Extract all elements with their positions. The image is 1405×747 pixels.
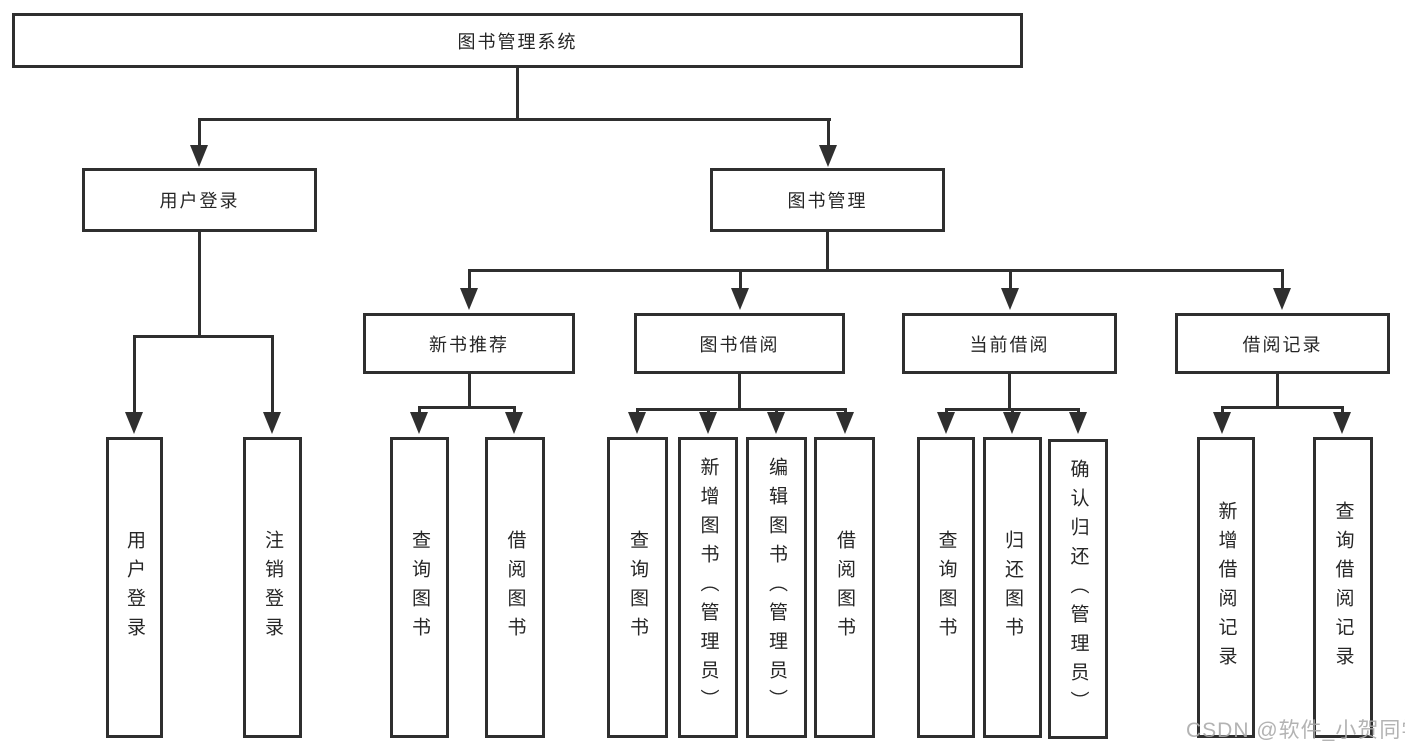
leaf-label: 查询借阅记录 (1332, 500, 1354, 675)
leaf-query-borrow-record: 查询借阅记录 (1313, 437, 1373, 738)
leaf-label: 归还图书 (1002, 529, 1023, 646)
watermark: CSDN @软件_小贺同学 (1186, 719, 1405, 742)
connector-line (467, 269, 471, 290)
arrow-down-icon (1069, 412, 1087, 434)
node-user-login: 用户登录 (82, 168, 317, 232)
connector-line (1221, 406, 1344, 409)
arrow-down-icon (628, 412, 646, 434)
leaf-query-books-borrowing: 查询图书 (607, 437, 668, 738)
arrow-down-icon (1273, 288, 1291, 310)
leaf-borrow-books: 借阅图书 (814, 437, 875, 738)
leaf-add-borrow-record: 新增借阅记录 (1197, 437, 1255, 738)
arrow-down-icon (699, 412, 717, 434)
connector-line (1276, 374, 1279, 409)
connector-line (516, 68, 519, 120)
connector-line (468, 269, 1284, 272)
connector-line (1280, 269, 1284, 290)
connector-line (197, 118, 201, 147)
node-current-borrowing: 当前借阅 (902, 313, 1117, 374)
node-label: 图书管理 (787, 191, 868, 211)
connector-line (198, 118, 831, 121)
arrow-down-icon (836, 412, 854, 434)
arrow-down-icon (731, 288, 749, 310)
connector-line (738, 269, 742, 290)
arrow-down-icon (460, 288, 478, 310)
node-borrowing-records: 借阅记录 (1175, 313, 1390, 374)
connector-line (512, 406, 516, 414)
arrow-down-icon (819, 145, 837, 167)
leaf-label: 新增图书（管理员） (697, 457, 719, 718)
node-label: 当前借阅 (969, 334, 1050, 355)
arrow-down-icon (767, 412, 785, 434)
leaf-label: 确认归还（管理员） (1067, 458, 1089, 720)
node-book-management: 图书管理 (710, 168, 945, 232)
node-new-book-recommend: 新书推荐 (363, 313, 575, 374)
arrow-down-icon (263, 412, 281, 434)
node-label: 图书借阅 (699, 334, 780, 355)
leaf-label: 新增借阅记录 (1215, 500, 1237, 675)
connector-line (133, 335, 274, 338)
arrow-down-icon (190, 145, 208, 167)
leaf-label: 注销登录 (262, 529, 283, 646)
leaf-return-books: 归还图书 (983, 437, 1042, 738)
leaf-label: 用户登录 (124, 529, 145, 646)
connector-line (738, 374, 741, 411)
node-label: 用户登录 (159, 191, 240, 211)
arrow-down-icon (410, 412, 428, 434)
leaf-label: 查询图书 (627, 529, 648, 646)
leaf-label: 查询图书 (409, 529, 430, 646)
connector-line (635, 408, 639, 414)
connector-line (270, 335, 274, 414)
connector-line (843, 408, 847, 414)
connector-line (1008, 269, 1012, 290)
node-label: 图书管理系统 (457, 31, 578, 52)
connector-line (1340, 406, 1344, 414)
leaf-user-login: 用户登录 (106, 437, 163, 738)
leaf-label: 查询图书 (935, 529, 957, 646)
node-book-borrowing: 图书借阅 (634, 313, 845, 374)
arrow-down-icon (1003, 412, 1021, 434)
connector-line (706, 408, 710, 414)
connector-line (826, 118, 830, 147)
leaf-label: 编辑图书（管理员） (766, 457, 787, 718)
connector-line (132, 335, 136, 414)
leaf-label: 借阅图书 (504, 529, 526, 646)
connector-line (1076, 408, 1080, 414)
leaf-edit-book-admin: 编辑图书（管理员） (746, 437, 807, 738)
node-library-system: 图书管理系统 (12, 13, 1023, 68)
arrow-down-icon (1213, 412, 1231, 434)
arrow-down-icon (937, 412, 955, 434)
connector-line (636, 408, 847, 411)
node-label: 新书推荐 (429, 334, 509, 355)
arrow-down-icon (1001, 288, 1019, 310)
connector-line (944, 408, 948, 414)
leaf-query-books-recommend: 查询图书 (390, 437, 449, 738)
leaf-query-books-current: 查询图书 (917, 437, 975, 738)
arrow-down-icon (505, 412, 523, 434)
connector-line (418, 406, 516, 409)
arrow-down-icon (1333, 412, 1351, 434)
connector-line (826, 232, 829, 272)
leaf-borrow-books-recommend: 借阅图书 (485, 437, 545, 738)
connector-line (774, 408, 778, 414)
connector-line (417, 406, 421, 414)
leaf-label: 借阅图书 (834, 529, 855, 646)
connector-line (198, 232, 201, 338)
leaf-confirm-return-admin: 确认归还（管理员） (1048, 439, 1108, 739)
connector-line (1010, 408, 1014, 414)
leaf-add-book-admin: 新增图书（管理员） (678, 437, 738, 738)
connector-line (1220, 406, 1224, 414)
connector-line (468, 374, 471, 409)
node-label: 借阅记录 (1242, 334, 1323, 355)
arrow-down-icon (125, 412, 143, 434)
leaf-logout: 注销登录 (243, 437, 302, 738)
connector-line (1008, 374, 1011, 411)
